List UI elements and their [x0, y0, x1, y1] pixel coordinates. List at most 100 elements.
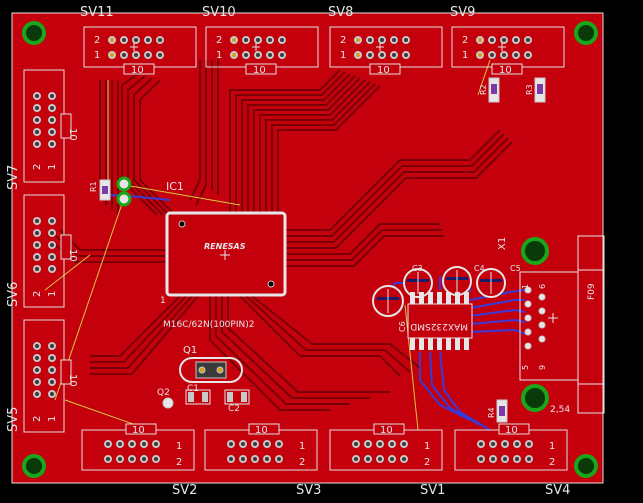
header-row2-label: 2: [216, 35, 222, 46]
header-sv9: 10 2 1: [451, 26, 565, 76]
connector-pin5: 5: [521, 365, 530, 370]
cap-c5: [476, 268, 506, 298]
header-row1-label: 1: [216, 50, 222, 61]
header-row1-label: 1: [94, 50, 100, 61]
header-pin10-label: 10: [67, 374, 78, 387]
header-name-sv3: SV3: [296, 483, 321, 498]
header-sv8: 10 2 1: [329, 26, 443, 76]
header-row1-label: 1: [299, 441, 305, 452]
header-row1-label: 1: [549, 441, 555, 452]
header-name-sv11: SV11: [80, 5, 114, 20]
header-pin10-label: 10: [131, 65, 144, 76]
mount-hole: [22, 454, 46, 478]
header-pin10-label: 10: [499, 65, 512, 76]
header-row2-label: 2: [549, 457, 555, 468]
resistor-r3-ref: R3: [525, 84, 534, 95]
mount-hole: [574, 454, 598, 478]
header-row1-label: 1: [47, 291, 58, 297]
mount-hole: [574, 21, 598, 45]
resistor-r2-ref: R2: [479, 84, 488, 95]
header-sv1: 10 1 2: [329, 423, 443, 471]
mcu-chip: RENESAS: [165, 211, 287, 297]
header-name-sv7: SV7: [6, 165, 21, 190]
header-pin10-label: 10: [377, 65, 390, 76]
resistor-r4: [496, 399, 508, 423]
connector-pin6: 6: [538, 284, 547, 289]
header-pin10-label: 10: [67, 128, 78, 141]
rs232-value: MAX232SMD: [410, 321, 468, 331]
connector-ref: X1: [497, 237, 508, 250]
mcu-pin1-label: 1: [160, 296, 166, 306]
mount-hole: [22, 21, 46, 45]
header-row1-label: 1: [340, 50, 346, 61]
header-name-sv4: SV4: [545, 483, 570, 498]
header-sv7: 10 2 1: [23, 69, 78, 183]
header-pin10-label: 10: [380, 425, 393, 436]
header-pin10-label: 10: [253, 65, 266, 76]
jumper-pads: [116, 176, 132, 207]
cap-c1: [185, 389, 211, 405]
header-row2-label: 2: [176, 457, 182, 468]
header-name-sv5: SV5: [6, 407, 21, 432]
cap-c4: [442, 266, 472, 296]
headers-top: 10 2 1 10 2 1 10 2 1: [83, 26, 565, 76]
connector-pitch: 2,54: [550, 405, 570, 415]
mcu-logo: RENESAS: [204, 242, 246, 251]
connector-pin1: 1: [521, 284, 530, 289]
cap-c3: [403, 268, 433, 298]
cap-c2-ref: C2: [228, 404, 240, 414]
mcu-value: M16C/62N(100PIN)2: [163, 320, 254, 330]
mounting-holes: [22, 21, 598, 478]
header-row1-label: 1: [176, 441, 182, 452]
header-row2-label: 2: [32, 164, 43, 170]
db9-connector: [519, 235, 605, 414]
resistor-r4-ref: R4: [487, 407, 496, 418]
cap-c4-ref: C4: [474, 264, 485, 273]
header-sv11: 10 2 1: [83, 26, 197, 76]
crystal-ref: Q1: [183, 345, 197, 356]
cap-c6-ref: C6: [398, 321, 407, 332]
trace-layer: [51, 60, 513, 411]
header-sv2: 10 1 2: [81, 423, 195, 471]
transistor-ref: Q2: [157, 388, 170, 398]
header-sv6: 10 2 1: [23, 194, 78, 308]
header-row2-label: 2: [32, 416, 43, 422]
mcu-ref: IC1: [166, 180, 184, 193]
header-sv3: 10 1 2: [204, 423, 318, 471]
header-row2-label: 2: [94, 35, 100, 46]
header-name-sv10: SV10: [202, 5, 236, 20]
header-row2-label: 2: [299, 457, 305, 468]
header-row2-label: 2: [32, 291, 43, 297]
header-row1-label: 1: [47, 164, 58, 170]
header-name-sv6: SV6: [6, 282, 21, 307]
header-pin10-label: 10: [505, 425, 518, 436]
resistor-r2: [488, 77, 500, 103]
header-row1-label: 1: [424, 441, 430, 452]
cap-c3-ref: C3: [412, 264, 423, 273]
header-sv10: 10 2 1: [205, 26, 319, 76]
connector-part: F09: [587, 283, 597, 300]
resistor-r1-ref: R1: [89, 181, 98, 192]
connector-pin9: 9: [538, 365, 547, 370]
crystal-q1: [179, 357, 243, 383]
header-name-sv2: SV2: [172, 483, 197, 498]
header-row2-label: 2: [462, 35, 468, 46]
header-row1-label: 1: [462, 50, 468, 61]
header-name-sv1: SV1: [420, 483, 445, 498]
resistor-r3: [534, 77, 546, 103]
header-pin10-label: 10: [67, 249, 78, 262]
header-sv4: 10 1 2: [454, 423, 568, 471]
header-sv5: 10 2 1: [23, 319, 78, 433]
cap-c2: [224, 389, 250, 405]
resistor-r1: [99, 179, 111, 201]
header-row2-label: 2: [340, 35, 346, 46]
headers-left: 10 2 1 10 2 1 10 2 1: [23, 69, 78, 433]
header-pin10-label: 10: [132, 425, 145, 436]
header-name-sv8: SV8: [328, 5, 353, 20]
header-pin10-label: 10: [255, 425, 268, 436]
header-name-sv9: SV9: [450, 5, 475, 20]
cap-c6: [372, 285, 404, 317]
transistor-q2: [162, 397, 174, 409]
cap-c5-ref: C5: [510, 264, 521, 273]
